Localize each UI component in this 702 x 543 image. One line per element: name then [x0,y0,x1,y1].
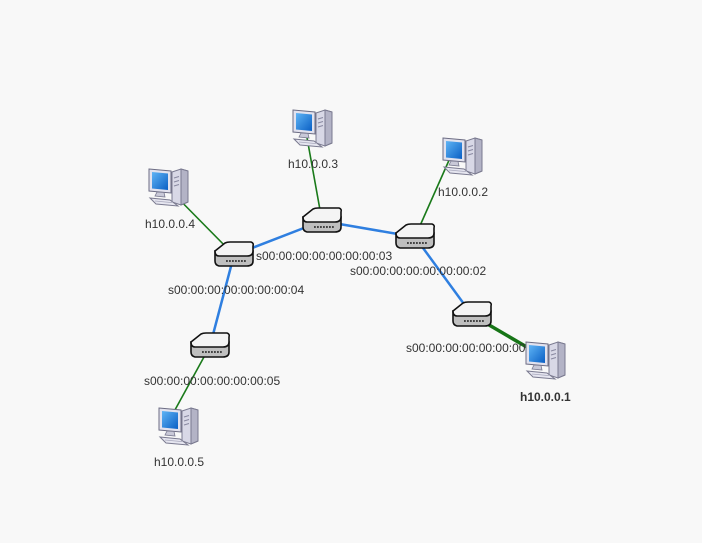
switch-label: s00:00:00:00:00:00:00:02 [350,264,486,278]
switch-icon[interactable] [452,301,493,327]
host-label: h10.0.0.2 [438,185,488,199]
host-label: h10.0.0.4 [145,217,195,231]
switch-label: s00:00:00:00:00:00:00:01 [406,341,542,355]
host-node-h3[interactable]: h10.0.0.3 [288,109,338,171]
switch-icon[interactable] [190,332,231,358]
switch-node-s3[interactable]: s00:00:00:00:00:00:00:03 [256,207,392,263]
host-node-h2[interactable]: h10.0.0.2 [438,137,488,199]
host-node-h5[interactable]: h10.0.0.5 [154,407,204,469]
computer-icon[interactable] [148,168,189,207]
host-node-h1[interactable]: h10.0.0.1 [520,341,571,404]
switch-label: s00:00:00:00:00:00:00:05 [144,374,280,388]
switch-node-s1[interactable]: s00:00:00:00:00:00:00:01 [406,301,542,355]
switch-link-s4-s5[interactable] [208,254,236,347]
nodes-layer: s00:00:00:00:00:00:00:01 s00:00:00:00:00:… [144,109,571,469]
switch-label: s00:00:00:00:00:00:00:03 [256,249,392,263]
computer-icon[interactable] [158,407,199,446]
switch-node-s2[interactable]: s00:00:00:00:00:00:00:02 [350,223,486,278]
switch-link-s2-s1[interactable] [413,236,474,316]
host-label: h10.0.0.1 [520,390,571,404]
computer-icon[interactable] [292,109,333,148]
host-node-h4[interactable]: h10.0.0.4 [145,168,195,231]
switch-icon[interactable] [302,207,343,233]
switch-icon[interactable] [395,223,436,249]
switch-node-s5[interactable]: s00:00:00:00:00:00:00:05 [144,332,280,388]
computer-icon[interactable] [525,341,566,380]
switch-label: s00:00:00:00:00:00:00:04 [168,283,304,297]
switch-node-s4[interactable]: s00:00:00:00:00:00:00:04 [168,241,304,297]
host-link-h2-s2[interactable] [414,148,455,238]
host-label: h10.0.0.5 [154,455,204,469]
computer-icon[interactable] [442,137,483,176]
switch-icon[interactable] [214,241,255,267]
host-label: h10.0.0.3 [288,157,338,171]
host-link-h5-s5[interactable] [169,345,211,420]
